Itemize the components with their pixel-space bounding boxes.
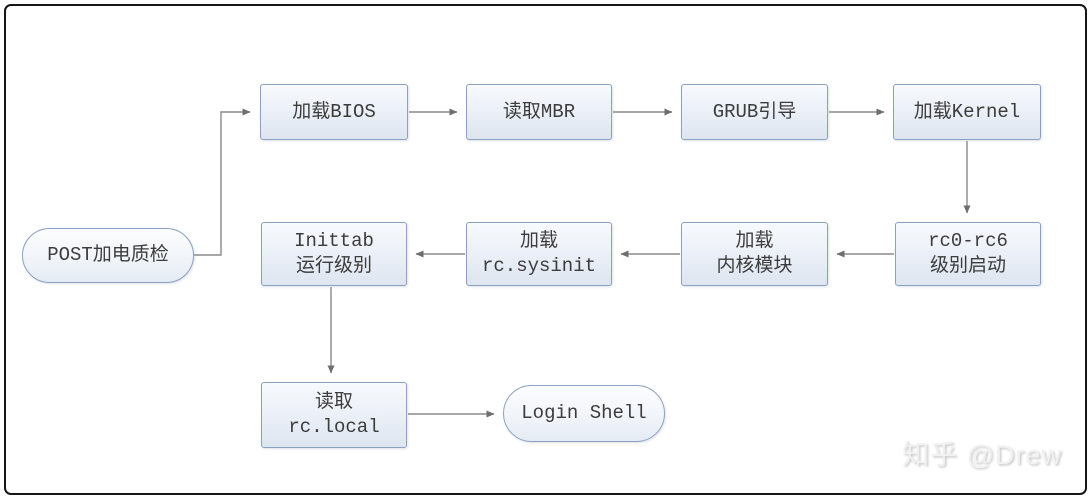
watermark: 知乎 @Drew: [902, 440, 1062, 470]
node-kernel-modules: 加载 内核模块: [681, 222, 828, 286]
node-rc-local: 读取 rc.local: [261, 382, 407, 448]
node-read-mbr-label: 读取MBR: [502, 100, 576, 123]
node-inittab-runlevel-line1: Inittab: [294, 230, 374, 252]
node-rc0-rc6: rc0-rc6 级别启动: [895, 222, 1041, 286]
node-grub-boot: GRUB引导: [681, 84, 828, 140]
node-rc-sysinit-line1: 加载: [519, 230, 558, 252]
node-load-bios: 加载BIOS: [260, 84, 408, 140]
node-login-shell-label: Login Shell: [521, 402, 647, 424]
node-read-mbr: 读取MBR: [466, 84, 612, 140]
node-inittab-runlevel-line2: 运行级别: [295, 255, 372, 277]
node-rc-local-line1: 读取: [314, 391, 353, 413]
edge-post-bios: [194, 108, 251, 256]
node-load-kernel-label: 加载Kernel: [913, 100, 1021, 123]
node-rc-sysinit-line2: rc.sysinit: [481, 255, 597, 277]
node-load-bios-label: 加载BIOS: [292, 100, 376, 123]
node-rc0-rc6-line2: 级别启动: [929, 255, 1006, 277]
node-login-shell: Login Shell: [503, 385, 665, 442]
node-rc-local-line2: rc.local: [288, 416, 380, 438]
node-rc-sysinit: 加载 rc.sysinit: [466, 222, 612, 286]
node-grub-boot-label: GRUB引导: [712, 100, 797, 123]
node-post: POST加电质检: [22, 228, 194, 283]
node-inittab-runlevel: Inittab 运行级别: [261, 222, 407, 286]
node-kernel-modules-line1: 加载: [735, 230, 774, 252]
node-post-label: POST加电质检: [47, 244, 169, 266]
node-load-kernel: 加载Kernel: [893, 84, 1041, 140]
node-kernel-modules-line2: 内核模块: [716, 255, 793, 277]
node-rc0-rc6-line1: rc0-rc6: [928, 230, 1008, 252]
